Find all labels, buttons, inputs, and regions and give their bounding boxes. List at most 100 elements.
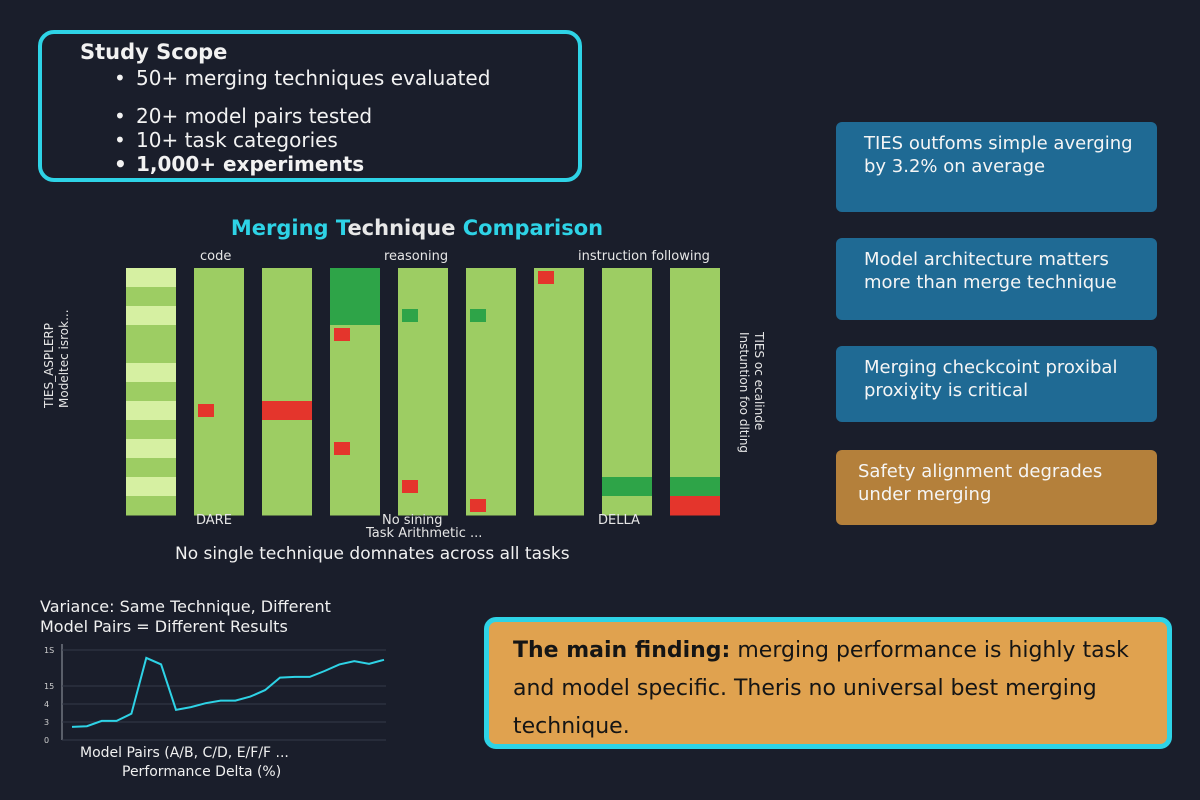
- heatmap-cell: [398, 401, 448, 421]
- finding-text: Merging checkcoint proxibal proxiɣity is…: [864, 357, 1118, 401]
- study-scope-box: Study Scope 50+ merging techniques evalu…: [38, 30, 582, 182]
- scope-item-experiments: 1,000+ experiments: [114, 152, 578, 176]
- heatmap-cell: [670, 401, 720, 421]
- heatmap-title-part: Merging: [230, 216, 336, 240]
- heatmap-caption: No single technique domnates across all …: [175, 544, 570, 564]
- heatmap-cell: [466, 287, 516, 307]
- heatmap-cell: [602, 420, 652, 440]
- heatmap-cell: [398, 287, 448, 307]
- heatmap-cell: [534, 344, 584, 364]
- heatmap-cell: [330, 363, 380, 383]
- heatmap-cell: [194, 382, 244, 402]
- line-chart-title-line: Model Pairs = Different Results: [40, 617, 288, 636]
- heatmap-highlight-cell: [470, 309, 486, 322]
- heatmap-cell: [602, 306, 652, 326]
- heatmap-cell: [398, 496, 448, 516]
- heatmap-cell: [670, 439, 720, 459]
- heatmap-cell: [126, 268, 176, 288]
- heatmap-top-label-instruction: instruction following: [578, 249, 710, 264]
- heatmap-cell: [194, 306, 244, 326]
- heatmap-bottom-label-no-sining: No sining: [382, 513, 443, 528]
- heatmap-cell: [534, 306, 584, 326]
- heatmap-cell: [398, 439, 448, 459]
- heatmap-cell: [262, 401, 312, 421]
- heatmap-cell: [670, 306, 720, 326]
- study-scope-title: Study Scope: [80, 40, 228, 64]
- heatmap-cell: [534, 477, 584, 497]
- heatmap-cell: [330, 344, 380, 364]
- heatmap-cell: [262, 439, 312, 459]
- heatmap-cell: [534, 420, 584, 440]
- heatmap-top-label-code: code: [200, 249, 232, 264]
- heatmap-cell: [466, 420, 516, 440]
- heatmap-cell: [194, 420, 244, 440]
- heatmap-cell: [262, 477, 312, 497]
- heatmap-highlight-cell: [538, 271, 554, 284]
- heatmap-cell: [466, 325, 516, 345]
- heatmap-cell: [126, 363, 176, 383]
- heatmap-cell: [670, 363, 720, 383]
- heatmap-cell: [126, 325, 176, 345]
- finding-box-safety: Safety alignment degrades under merging: [836, 450, 1157, 525]
- heatmap-cell: [126, 287, 176, 307]
- heatmap-cell: [670, 325, 720, 345]
- heatmap-cell: [534, 382, 584, 402]
- line-chart-x-axis-label: Model Pairs (A/B, C/D, E/F/F ...: [80, 745, 289, 761]
- heatmap-cell: [194, 458, 244, 478]
- line-chart-title: Variance: Same Technique, Different Mode…: [40, 597, 331, 637]
- heatmap-highlight-cell: [606, 480, 622, 493]
- heatmap-cell: [534, 458, 584, 478]
- heatmap-cell: [262, 268, 312, 288]
- heatmap-bottom-label-task-arithmetic: Task Arithmetic ...: [366, 526, 483, 541]
- heatmap-cell: [126, 382, 176, 402]
- heatmap-title-part: T: [335, 216, 348, 240]
- heatmap-cell: [466, 439, 516, 459]
- heatmap-cell: [534, 287, 584, 307]
- heatmap-cell: [398, 382, 448, 402]
- heatmap-highlight-cell: [470, 499, 486, 512]
- finding-text: Safety alignment degrades under merging: [858, 461, 1103, 505]
- finding-box-proximity: Merging checkcoint proxibal proxiɣity is…: [836, 346, 1157, 422]
- heatmap-cell: [398, 458, 448, 478]
- heatmap-cell: [670, 477, 720, 497]
- heatmap-title: Merging Technique Comparison: [0, 216, 834, 240]
- heatmap-highlight-cell: [334, 328, 350, 341]
- heatmap-cell: [330, 306, 380, 326]
- heatmap-cell: [330, 496, 380, 516]
- heatmap-cell: [330, 420, 380, 440]
- line-chart-series-line: [71, 656, 385, 728]
- study-scope-list: 50+ merging techniques evaluated 20+ mod…: [80, 66, 578, 176]
- heatmap-cell: [466, 401, 516, 421]
- heatmap-cell: [534, 401, 584, 421]
- heatmap-cell: [466, 382, 516, 402]
- heatmap-highlight-cell: [334, 290, 350, 303]
- scope-item-techniques: 50+ merging techniques evaluated: [114, 66, 578, 90]
- heatmap-cell: [262, 363, 312, 383]
- heatmap-cell: [398, 268, 448, 288]
- finding-box-architecture: Model architecture matters more than mer…: [836, 238, 1157, 320]
- heatmap-cell: [670, 382, 720, 402]
- heatmap-cell: [262, 420, 312, 440]
- line-chart-y-axis-label: Performance Delta (%): [122, 764, 282, 780]
- heatmap-cell: [602, 401, 652, 421]
- heatmap-highlight-cell: [334, 442, 350, 455]
- heatmap-cell: [602, 382, 652, 402]
- heatmap-cell: [670, 458, 720, 478]
- heatmap-cell: [330, 268, 380, 288]
- heatmap-cell: [126, 477, 176, 497]
- heatmap-highlight-cell: [402, 309, 418, 322]
- heatmap-cell: [330, 382, 380, 402]
- heatmap-cell: [466, 363, 516, 383]
- heatmap-cell: [602, 344, 652, 364]
- heatmap-cell: [262, 458, 312, 478]
- heatmap-cell: [670, 268, 720, 288]
- scope-item-task-categories: 10+ task categories: [114, 128, 578, 152]
- heatmap-cell: [262, 287, 312, 307]
- line-chart-y-tick: 3: [44, 718, 49, 727]
- heatmap-bottom-label-dare: DARE: [196, 513, 232, 528]
- heatmap-title-part: echnique: [347, 216, 456, 240]
- heatmap-cell: [466, 477, 516, 497]
- line-chart-y-tick: 0: [44, 736, 49, 745]
- heatmap-cell: [534, 439, 584, 459]
- heatmap-cell: [262, 306, 312, 326]
